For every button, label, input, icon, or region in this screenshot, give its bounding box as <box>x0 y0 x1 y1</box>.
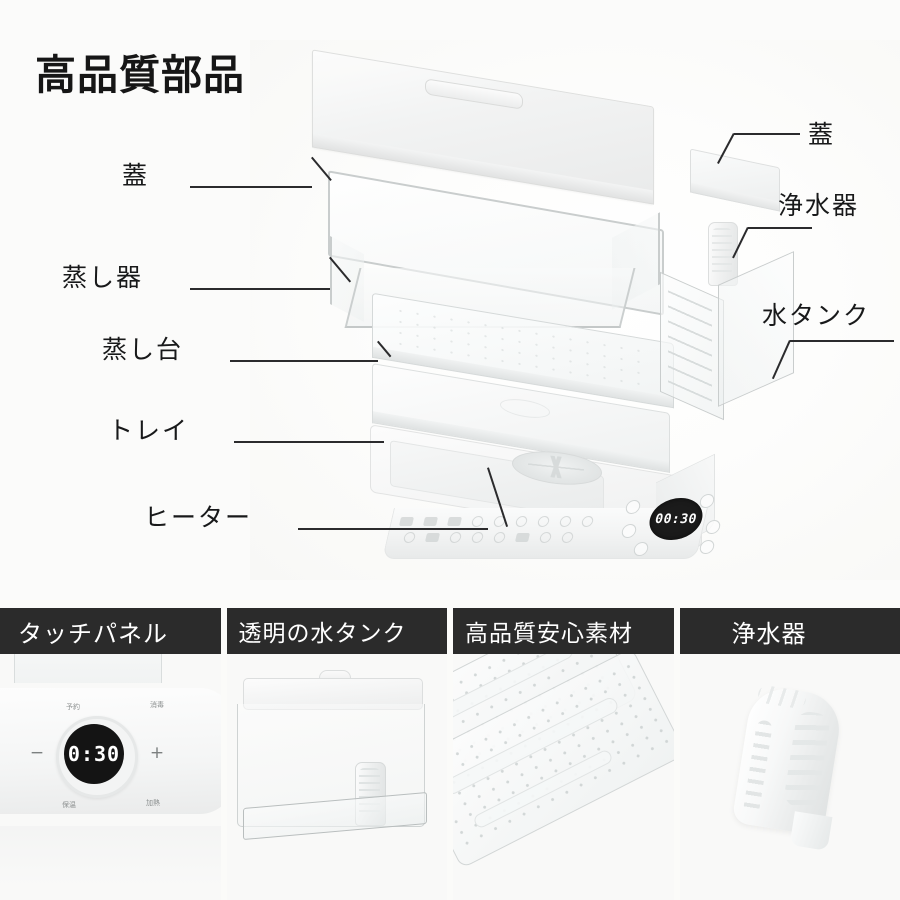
panel-touch-panel-title: タッチパネル <box>18 619 168 648</box>
callout-steam-rack-label: 蒸し台 <box>102 335 184 364</box>
panel-clear-water-tank[interactable]: 透明の水タンク <box>226 608 447 900</box>
panel-water-purifier-image <box>679 654 900 900</box>
callout-water-tank-label: 水タンク <box>762 301 871 330</box>
fc-outlet-neck <box>789 811 832 851</box>
led-time-value: 00:30 <box>653 511 699 527</box>
panel-water-purifier[interactable]: 浄水器 <box>679 608 900 900</box>
exploded-view-section: 高品質部品 <box>35 40 900 580</box>
panel-clear-water-tank-title: 透明の水タンク <box>238 621 407 647</box>
panel-clear-water-tank-header: 透明の水タンク <box>226 608 447 654</box>
callout-tank-lid-label: 蓋 <box>808 120 836 149</box>
panel-water-purifier-header: 浄水器 <box>679 608 900 654</box>
tp-minus-button[interactable]: − <box>29 743 45 763</box>
panel-touch-panel[interactable]: タッチパネル 0:30 + − 予約 消毒 保温 加熱 <box>0 608 221 900</box>
callout-tray-label: トレイ <box>108 416 190 445</box>
tp-heat-label[interactable]: 加熱 <box>146 799 160 807</box>
callout-steamer-label: 蒸し器 <box>62 263 144 292</box>
tp-tank-glass <box>14 654 162 683</box>
product-illustration: 00:30 <box>312 49 794 559</box>
callout-steam-rack-leader <box>230 360 378 362</box>
panel-safe-material-header: 高品質安心素材 <box>453 608 674 654</box>
callout-lid-label: 蓋 <box>122 161 150 190</box>
tp-sterilize-label[interactable]: 消毒 <box>150 701 164 709</box>
panel-water-purifier-title: 浄水器 <box>731 619 807 648</box>
page-title: 高品質部品 <box>35 51 245 100</box>
callout-water-tank-leader <box>790 340 894 342</box>
panel-safe-material-title: 高品質安心素材 <box>465 621 633 647</box>
callout-tank-lid-leader <box>734 133 800 135</box>
panel-touch-panel-header: タッチパネル <box>0 608 221 654</box>
tp-reserve-label[interactable]: 予約 <box>66 703 80 711</box>
callout-water-purifier-label: 浄水器 <box>778 191 860 220</box>
tank-graduations <box>668 290 712 402</box>
feature-panel-strip: タッチパネル 0:30 + − 予約 消毒 保温 加熱 透明の水タンク <box>0 608 900 900</box>
tp-led-screen: 0:30 <box>64 724 124 784</box>
panel-safe-material-image <box>453 654 674 900</box>
water-filter-ribs <box>712 228 732 276</box>
callout-tray-leader <box>234 441 384 443</box>
base-icon-row-1 <box>398 516 595 527</box>
tp-led-value: 0:30 <box>67 742 121 766</box>
tp-keep-warm-label[interactable]: 保温 <box>62 801 76 809</box>
tp-plus-button[interactable]: + <box>149 743 165 763</box>
callout-steamer-leader <box>190 288 330 290</box>
callout-heater-label: ヒーター <box>144 503 253 532</box>
callout-lid-leader <box>190 186 312 188</box>
panel-clear-water-tank-image <box>226 654 447 900</box>
panel-safe-material[interactable]: 高品質安心素材 <box>453 608 674 900</box>
callout-water-purifier-leader <box>748 227 812 229</box>
tp-surface-reflection <box>0 826 221 886</box>
callout-heater-leader <box>298 528 488 530</box>
panel-touch-panel-image: 0:30 + − 予約 消毒 保温 加熱 <box>0 654 221 900</box>
base-icon-row-2 <box>402 532 575 543</box>
